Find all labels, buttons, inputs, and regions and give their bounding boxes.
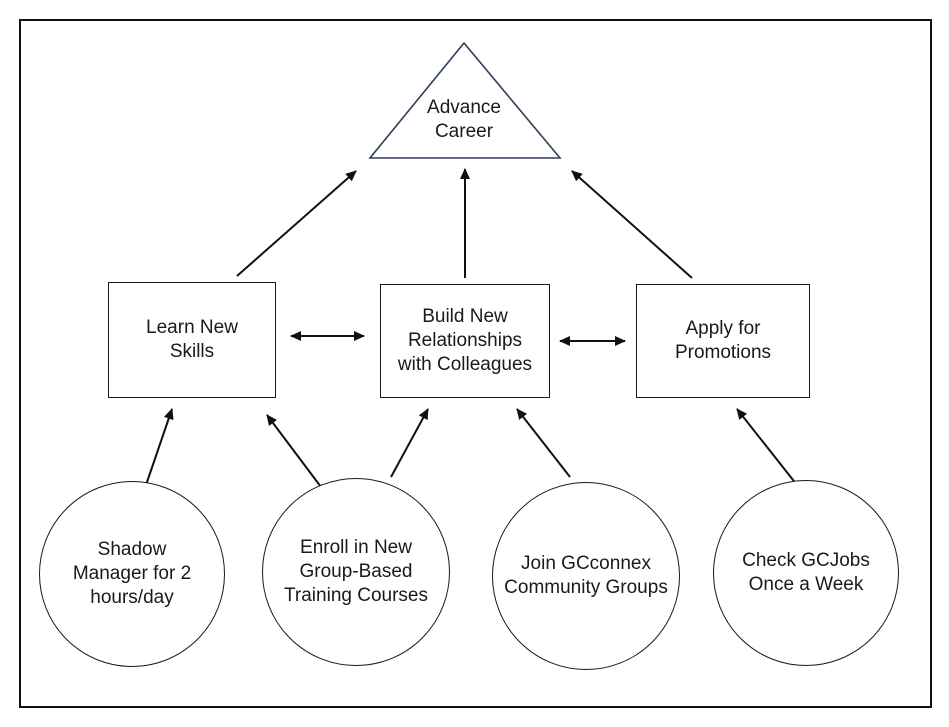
goal-triangle-label: Advance Career <box>427 97 501 142</box>
arrow-shadow-to-skills <box>145 408 174 486</box>
action-circle-label: Enroll in New Group-Based Training Cours… <box>284 537 428 606</box>
arrow-enroll-to-relationships <box>390 408 429 478</box>
action-circle-label: Join GCconnex Community Groups <box>504 553 668 598</box>
goal-triangle <box>368 41 562 159</box>
strategy-box-learn-new-skills: Learn New Skills <box>108 282 276 398</box>
action-circle-join-gcconnex: Join GCconnex Community Groups <box>492 482 680 670</box>
strategy-box-label: Build New Relationships with Colleagues <box>397 306 533 375</box>
strategy-box-build-relationships: Build New Relationships with Colleagues <box>380 284 550 398</box>
arrow-skills-to-career <box>236 170 357 277</box>
action-circle-label: Check GCJobs Once a Week <box>742 550 870 595</box>
arrow-join-to-relationships <box>516 408 571 478</box>
arrow-check-to-promotions <box>736 408 798 486</box>
action-circle-check-gcjobs: Check GCJobs Once a Week <box>713 480 899 666</box>
arrow-promotions-to-career <box>571 170 693 279</box>
strategy-box-label: Learn New Skills <box>146 317 238 362</box>
strategy-box-label: Apply for Promotions <box>674 318 772 363</box>
strategy-box-apply-promotions: Apply for Promotions <box>636 284 810 398</box>
arrow-enroll-to-skills <box>266 414 322 488</box>
action-circle-shadow-manager: Shadow Manager for 2 hours/day <box>39 481 225 667</box>
action-circle-enroll-training: Enroll in New Group-Based Training Cours… <box>262 478 450 666</box>
action-circle-label: Shadow Manager for 2 hours/day <box>72 539 192 608</box>
